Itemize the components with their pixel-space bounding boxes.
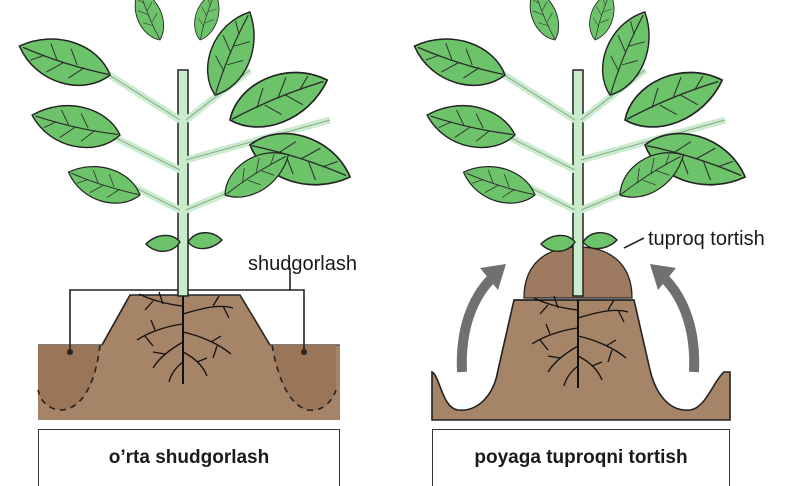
caption-box-left: o’rta shudgorlash [38, 429, 340, 486]
arrow-right [664, 278, 694, 372]
caption-left: o’rta shudgorlash [109, 447, 269, 469]
callout-right: tuproq tortish [648, 228, 765, 250]
arrow-left [462, 278, 492, 372]
callout-left: shudgorlash [248, 253, 357, 275]
caption-right: poyaga tuproqni tortish [474, 447, 687, 469]
panel-left-illustration [12, 0, 357, 420]
panel-right-illustration [407, 0, 752, 420]
caption-box-right: poyaga tuproqni tortish [432, 429, 730, 486]
